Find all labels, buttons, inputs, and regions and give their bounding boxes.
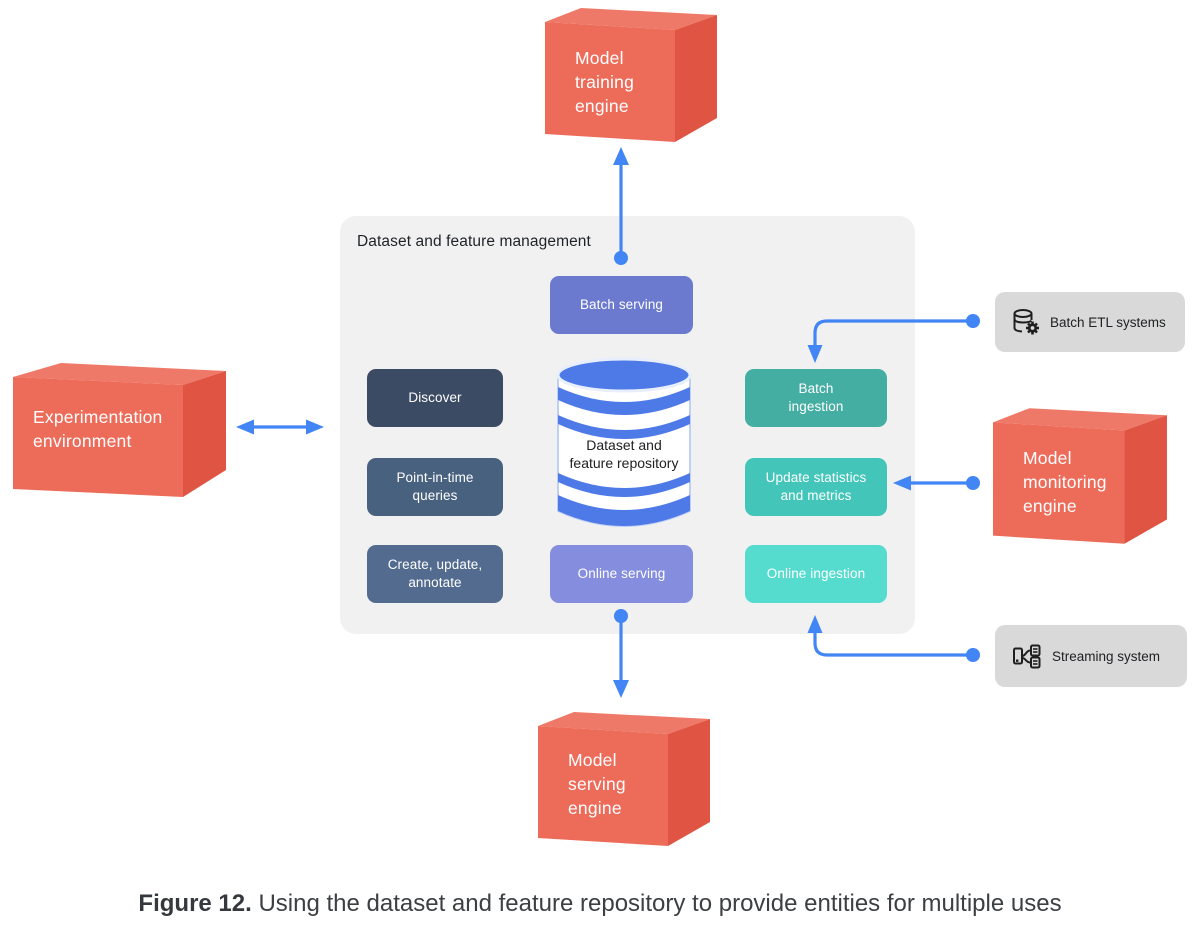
figure-caption-text: Using the dataset and feature repository… [251, 890, 1062, 917]
node-create-update-annotate: Create, update, annotate [367, 545, 503, 603]
node-online-ingestion: Online ingestion [745, 545, 887, 603]
streaming-system-box: Streaming system [995, 625, 1187, 687]
experimentation-environment-cube [13, 363, 226, 497]
model-monitoring-engine-cube [993, 408, 1167, 544]
model-training-engine-cube [545, 8, 717, 142]
node-discover: Discover [367, 369, 503, 427]
experimentation-environment-label: Experimentation environment [33, 407, 163, 452]
figure-caption: Figure 12. Using the dataset and feature… [0, 890, 1200, 918]
node-batch-ingestion: Batch ingestion [745, 369, 887, 427]
node-point-in-time-queries: Point-in-time queries [367, 458, 503, 516]
panel-title: Dataset and feature management [357, 233, 591, 250]
arrow-experimentation-bidirectional [236, 419, 324, 435]
model-serving-engine-cube [538, 712, 710, 846]
batch-etl-systems-box: Batch ETL systems [995, 292, 1185, 352]
node-batch-serving: Batch serving [550, 276, 693, 334]
node-online-serving: Online serving [550, 545, 693, 603]
model-monitoring-engine-label: Model monitoring engine [1023, 448, 1107, 517]
model-serving-engine-label: Model serving engine [568, 750, 626, 819]
stream-fanout-icon [1013, 644, 1041, 669]
database-cylinder-icon [556, 357, 692, 527]
database-gear-icon [1013, 309, 1039, 335]
node-update-statistics-metrics: Update statistics and metrics [745, 458, 887, 516]
gear-glyph [1026, 321, 1039, 335]
dataset-feature-repository: Dataset and feature repository [556, 353, 692, 533]
figure-caption-label: Figure 12. [138, 890, 252, 917]
streaming-system-label: Streaming system [1052, 648, 1161, 664]
batch-etl-systems-label: Batch ETL systems [1050, 314, 1166, 330]
model-training-engine-label: Model training engine [575, 48, 634, 117]
repository-label: Dataset and feature repository [569, 437, 679, 471]
